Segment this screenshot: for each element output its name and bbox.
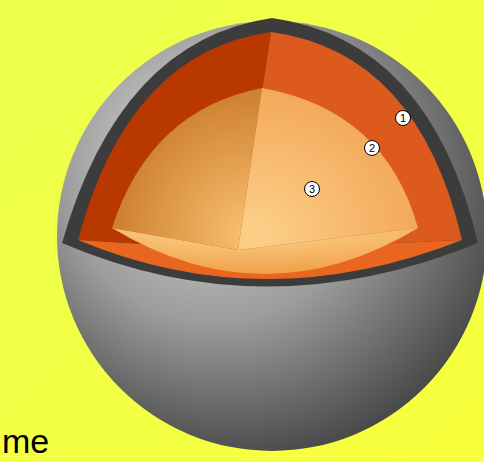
core-left <box>112 88 262 250</box>
callout-number: 1 <box>400 113 406 124</box>
mantle-right <box>238 32 462 250</box>
crust <box>62 18 478 287</box>
earth-surface <box>57 21 484 451</box>
callout-number: 2 <box>369 143 375 154</box>
callout-circle: 3 <box>304 181 320 197</box>
callout-circle: 1 <box>395 110 411 126</box>
slide-text-fragment: me <box>2 422 49 460</box>
core-floor <box>112 228 418 274</box>
callout-number: 3 <box>309 184 315 195</box>
core-right <box>238 88 418 250</box>
slide-text: me <box>2 424 49 458</box>
callout-circle: 2 <box>364 140 380 156</box>
mantle-left <box>78 32 271 250</box>
